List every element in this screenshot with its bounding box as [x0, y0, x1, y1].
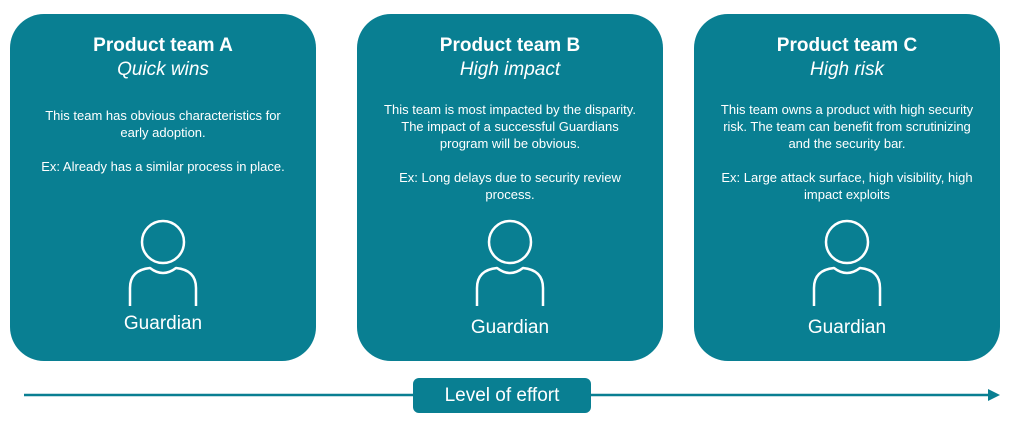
person-icon — [475, 219, 545, 306]
arrow-right-icon — [988, 389, 1000, 401]
product-team-c-card: Product team C High risk This team owns … — [694, 14, 1000, 361]
product-team-a-card: Product team A Quick wins This team has … — [10, 14, 316, 361]
card-description: This team owns a product with high secur… — [720, 102, 974, 151]
card-description: This team has obvious characteristics fo… — [45, 108, 281, 140]
card-subtitle: Quick wins — [117, 59, 209, 80]
card-title: Product team A — [93, 35, 233, 56]
card-subtitle: High risk — [810, 59, 884, 80]
guardian-label: Guardian — [123, 313, 203, 334]
guardian-label: Guardian — [470, 317, 550, 338]
card-title: Product team B — [439, 35, 581, 56]
guardian-label: Guardian — [807, 317, 887, 338]
person-icon — [128, 219, 198, 306]
card-description: This team is most impacted by the dispar… — [384, 102, 636, 151]
card-title: Product team C — [776, 35, 918, 56]
card-example: Ex: Long delays due to security review p… — [399, 170, 621, 202]
level-of-effort-label: Level of effort — [413, 378, 591, 413]
person-icon — [812, 219, 882, 306]
card-subtitle: High impact — [459, 59, 561, 80]
card-example: Ex: Large attack surface, high visibilit… — [721, 170, 973, 202]
product-team-b-card: Product team B High impact This team is … — [357, 14, 663, 361]
card-example: Ex: Already has a similar process in pla… — [41, 159, 285, 174]
